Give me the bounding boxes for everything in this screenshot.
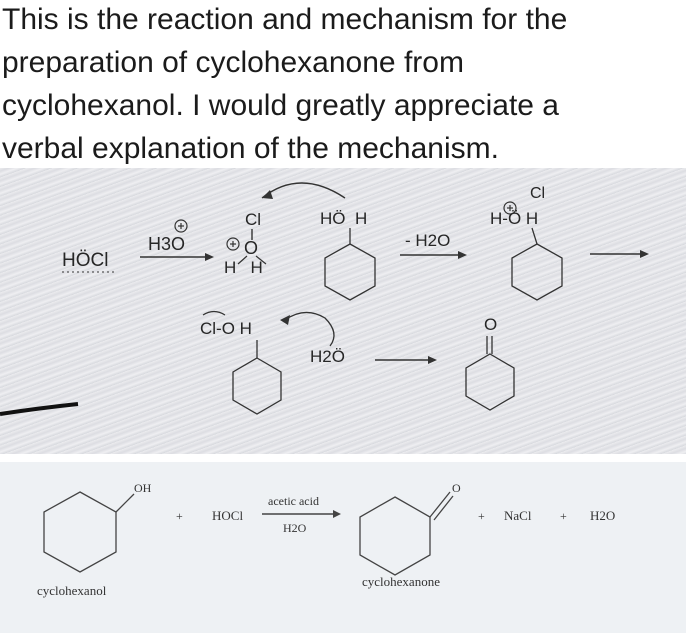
nacl-label: NaCl bbox=[504, 508, 532, 523]
minus-water-label: - H2O bbox=[405, 231, 450, 250]
ketone-oxygen: O bbox=[452, 481, 461, 495]
separator bbox=[0, 454, 686, 462]
carbocation-label: HÖ H bbox=[320, 209, 367, 228]
positive-charge-icon bbox=[174, 219, 188, 233]
question-line-4: verbal explanation of the mechanism. bbox=[2, 132, 499, 165]
cyclohexane-ring bbox=[324, 243, 376, 301]
cyclohexane-ring bbox=[232, 357, 282, 415]
cyclohexane-ring bbox=[511, 243, 563, 301]
positive-charge-icon bbox=[226, 237, 240, 251]
mechanism-photo: HÖCl H3O Cl O H H HÖ H bbox=[0, 168, 686, 454]
cyclohexanone-ring bbox=[465, 353, 515, 411]
cyclohexanone-name: cyclohexanone bbox=[362, 574, 440, 589]
positive-charge-icon bbox=[503, 201, 517, 215]
question-line-1: This is the reaction and mechanism for t… bbox=[2, 3, 568, 36]
reaction-drawing: OH cyclohexanol + HOCl acetic acid H2O O… bbox=[37, 481, 615, 598]
oxonium-o: O bbox=[244, 238, 258, 258]
water-product: H2O bbox=[590, 508, 615, 523]
curved-arrow bbox=[261, 182, 346, 199]
ketone-o: O bbox=[484, 315, 497, 334]
cyclohexanol-name: cyclohexanol bbox=[37, 583, 107, 598]
condition-top: acetic acid bbox=[268, 494, 319, 508]
chloro-label: Cl-O H bbox=[200, 319, 252, 338]
question-line-2: preparation of cyclohexanone from bbox=[2, 46, 464, 79]
question-line-3: cyclohexanol. I would greatly appreciate… bbox=[2, 89, 559, 122]
plus-sign-3: + bbox=[560, 509, 567, 523]
cl-top: Cl bbox=[245, 210, 261, 229]
question-text: This is the reaction and mechanism for t… bbox=[0, 0, 686, 168]
plus-sign: + bbox=[176, 509, 183, 523]
cyclohexanone-ring bbox=[359, 496, 431, 576]
protonated-cl: Cl bbox=[530, 185, 545, 202]
cyclohexanol-ring bbox=[43, 491, 117, 573]
pen-mark bbox=[0, 402, 79, 416]
oh-label: OH bbox=[134, 481, 152, 495]
mechanism-drawing: HÖCl H3O Cl O H H HÖ H bbox=[0, 182, 649, 416]
h3o-label: H3O bbox=[148, 234, 185, 254]
oxonium-h: H H bbox=[224, 258, 263, 277]
plus-sign-2: + bbox=[478, 509, 485, 523]
condition-bottom: H2O bbox=[283, 521, 307, 535]
hocl-label: HOCl bbox=[212, 508, 243, 523]
reaction-photo: OH cyclohexanol + HOCl acetic acid H2O O… bbox=[0, 462, 686, 633]
protonated-label: H-Ö H bbox=[490, 209, 538, 228]
reagent-hocl: HÖCl bbox=[62, 250, 108, 271]
water-label: H2Ö bbox=[310, 347, 345, 366]
curved-arrow bbox=[284, 311, 335, 347]
